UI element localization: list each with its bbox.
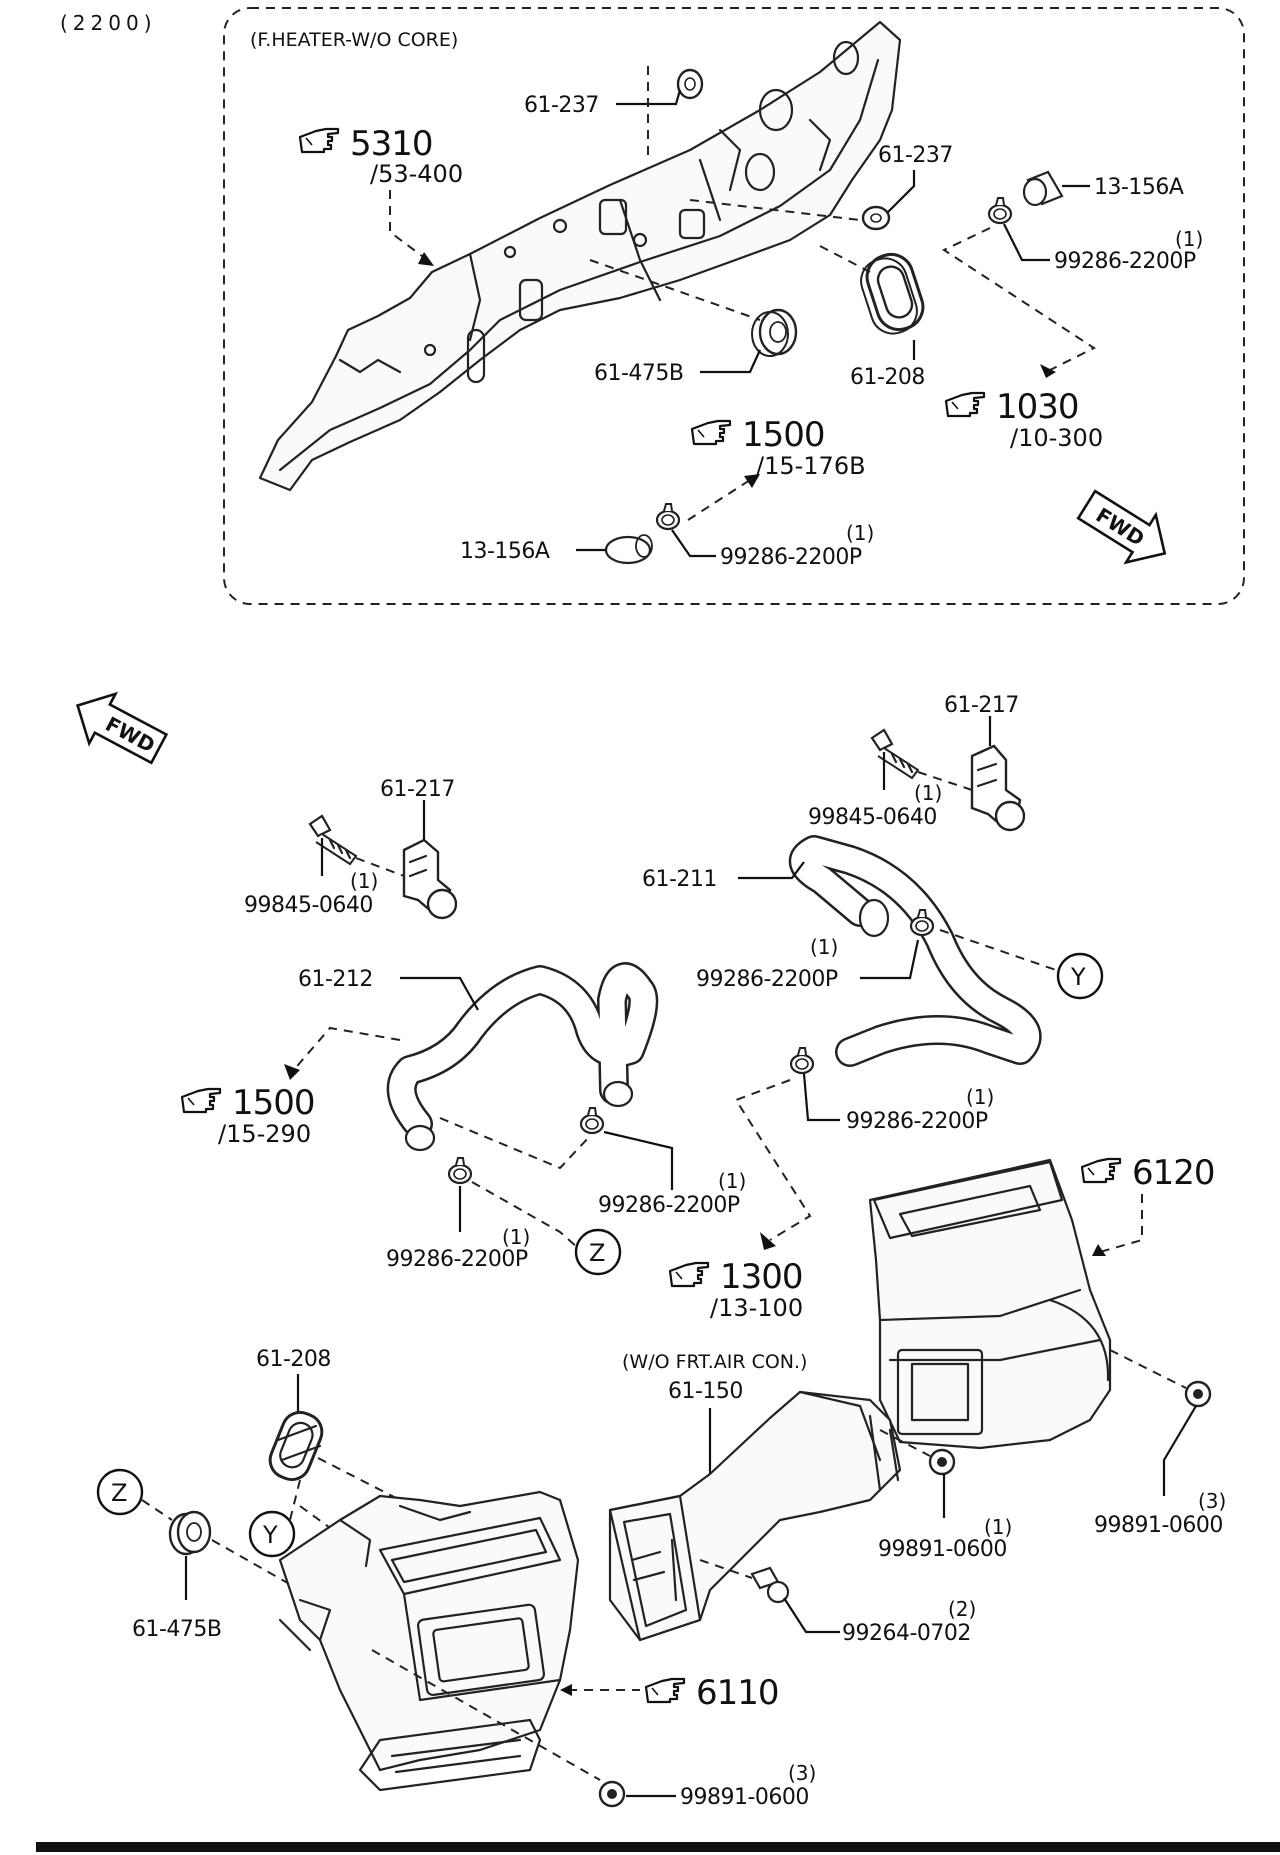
label-61-475b-top: 61-475B — [594, 361, 684, 386]
pointing-hand-icon-6120 — [1080, 1157, 1122, 1184]
label-61-211: 61-211 — [642, 867, 717, 892]
fwd-arrow-icon-inset: FWD — [1076, 489, 1167, 565]
label-61-150: 61-150 — [668, 1379, 743, 1404]
label-61-237-right: 61-237 — [878, 143, 953, 168]
heater-unit-part — [278, 1490, 580, 1792]
qty-99286-c: (1) — [810, 935, 838, 959]
qty-99891-right: (3) — [1198, 1489, 1226, 1513]
screw-99845-left — [308, 814, 358, 866]
qty-99286-inset-bottom: (1) — [846, 521, 874, 545]
diagram-code: (2200) — [60, 11, 157, 35]
marker-z-lower — [96, 1468, 144, 1516]
seal-61-208-lower — [268, 1410, 324, 1482]
qty-99286-d: (1) — [966, 1085, 994, 1109]
label-99286-d: 99286-2200P — [846, 1109, 988, 1134]
ref-1500-top: 1500 — [742, 415, 825, 455]
hose-clamp-99286-inset-bottom — [655, 502, 681, 531]
ref-10-300: /10-300 — [1010, 424, 1103, 452]
ref-5310: 5310 — [350, 124, 433, 164]
fwd-arrow-icon-main: FWD — [75, 691, 169, 765]
label-61-475b-lower: 61-475B — [132, 1617, 222, 1642]
qty-99891-bottom: (3) — [788, 1761, 816, 1785]
label-13-156a-bottom: 13-156A — [460, 539, 550, 564]
label-99286-c: 99286-2200P — [696, 967, 838, 992]
hose-clamp-99286-top — [987, 196, 1013, 225]
nut-99891-bottom — [598, 1780, 626, 1808]
marker-y-right — [1056, 952, 1104, 1000]
ref-6110: 6110 — [696, 1673, 779, 1713]
marker-y-lower-text: Y — [262, 1521, 278, 1549]
qty-99264: (2) — [948, 1597, 976, 1621]
grommet-61-237-right — [861, 205, 891, 231]
label-61-212: 61-212 — [298, 967, 373, 992]
qty-99845-right: (1) — [914, 781, 942, 805]
inset-title: (F.HEATER-W/O CORE) — [250, 29, 458, 51]
marker-z-upper — [574, 1228, 622, 1276]
label-99891-bottom: 99891-0600 — [680, 1785, 809, 1810]
ref-13-100: /13-100 — [710, 1294, 803, 1322]
label-99286-inset-bottom: 99286-2200P — [720, 545, 862, 570]
inset-frame — [223, 7, 1245, 605]
heater-hose-61-212 — [386, 962, 659, 1152]
label-99891-right: 99891-0600 — [1094, 1513, 1223, 1538]
ref-1030: 1030 — [996, 387, 1079, 427]
ref-1500-main: 1500 — [232, 1083, 315, 1123]
bottom-rule — [36, 1842, 1280, 1852]
label-99286-top: 99286-2200P — [1054, 249, 1196, 274]
qty-99845-left: (1) — [350, 869, 378, 893]
pointing-hand-icon — [298, 127, 340, 154]
label-61-208-top: 61-208 — [850, 365, 925, 390]
hose-clamp-99286-f — [447, 1156, 473, 1185]
label-61-237-top: 61-237 — [524, 93, 599, 118]
hose-clamp-99286-e — [579, 1106, 605, 1135]
label-99286-e: 99286-2200P — [598, 1193, 740, 1218]
seal-61-208-top — [860, 252, 925, 335]
marker-y-lower — [248, 1510, 296, 1558]
nut-99891-right — [1184, 1380, 1212, 1408]
qty-99286-top: (1) — [1175, 227, 1203, 251]
hose-clamp-99286-d — [789, 1046, 815, 1075]
label-61-217-right: 61-217 — [944, 693, 1019, 718]
heater-hose-61-211 — [788, 835, 1042, 1067]
screw-99845-right — [870, 728, 920, 780]
nut-99891-middle — [928, 1448, 956, 1476]
label-99286-f: 99286-2200P — [386, 1247, 528, 1272]
label-99264: 99264-0702 — [842, 1621, 971, 1646]
qty-99286-f: (1) — [502, 1225, 530, 1249]
pointing-hand-icon-1500-top — [690, 419, 732, 446]
hose-plug-13-156a-top — [1022, 170, 1064, 207]
label-99845-left: 99845-0640 — [244, 893, 373, 918]
qty-99286-e: (1) — [718, 1169, 746, 1193]
clip-99264 — [750, 1566, 790, 1604]
marker-z-lower-text: Z — [111, 1479, 127, 1507]
dash-panel-part — [258, 20, 902, 492]
duct-61-150-part — [608, 1390, 902, 1642]
label-13-156a-top: 13-156A — [1094, 175, 1184, 200]
hose-plug-13-156a-bottom — [604, 534, 653, 565]
pointing-hand-icon-1500-main — [180, 1087, 222, 1114]
ref-15-176b: /15-176B — [756, 452, 866, 480]
label-99845-right: 99845-0640 — [808, 805, 937, 830]
ref-6120: 6120 — [1132, 1153, 1215, 1193]
qty-99891-middle: (1) — [984, 1515, 1012, 1539]
pointing-hand-icon-6110 — [644, 1677, 686, 1704]
ref-15-290: /15-290 — [218, 1120, 311, 1148]
pointing-hand-icon-1300 — [668, 1261, 710, 1288]
bracket-61-217-right — [970, 744, 1026, 832]
blower-unit-part — [868, 1158, 1112, 1450]
bracket-61-217-left — [402, 838, 458, 920]
pointing-hand-icon-1030 — [944, 391, 986, 418]
marker-y-right-text: Y — [1070, 963, 1086, 991]
grommet-61-475b-lower — [168, 1510, 212, 1556]
label-99891-middle: 99891-0600 — [878, 1537, 1007, 1562]
ref-1300: 1300 — [720, 1257, 803, 1297]
note-wo-frt-air-con: (W/O FRT.AIR CON.) — [622, 1351, 807, 1373]
grommet-61-475b-top — [751, 308, 798, 357]
label-61-208-lower: 61-208 — [256, 1347, 331, 1372]
marker-z-upper-text: Z — [589, 1239, 605, 1267]
label-61-217-left: 61-217 — [380, 777, 455, 802]
ref-53-400: /53-400 — [370, 160, 463, 188]
grommet-61-237-top — [676, 68, 704, 100]
